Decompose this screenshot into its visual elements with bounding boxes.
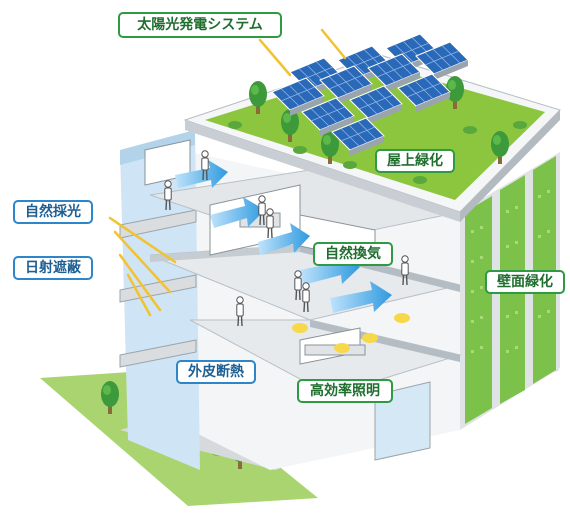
shading-louvers [119,209,197,368]
label-rooftop-greening: 屋上緑化 [375,149,455,173]
rooftop-trees [228,76,527,184]
label-natural-lighting: 自然採光 [13,200,93,224]
label-wall-greening: 壁面緑化 [485,270,565,294]
sunlight-rays-roof [258,28,347,77]
label-solar-shading: 日射遮蔽 [13,256,93,280]
ventilation-arrows [175,160,392,313]
label-efficient-lighting: 高効率照明 [297,379,393,403]
sunlight-rays-facade [108,216,177,317]
label-exterior-insulation: 外皮断熱 [176,360,256,384]
efficient-lights [292,313,410,353]
label-natural-ventilation: 自然換気 [313,242,393,266]
label-solar-system: 太陽光発電システム [118,12,282,38]
